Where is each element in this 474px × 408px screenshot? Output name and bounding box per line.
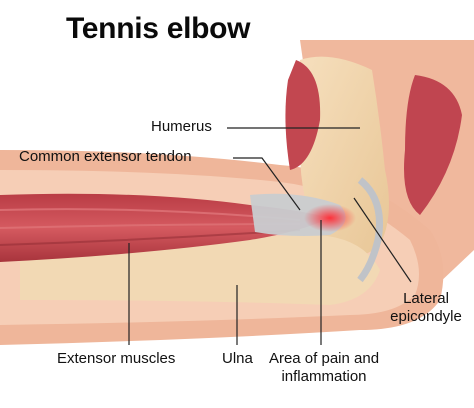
- label-lateral-line1: Lateral: [403, 290, 449, 307]
- diagram-title: Tennis elbow: [66, 12, 251, 45]
- extensor-muscle: [0, 193, 330, 262]
- lateral-leader: [353, 197, 412, 283]
- tendon-leader: [233, 157, 301, 211]
- inflammation-area: [304, 204, 356, 232]
- label-pain-line2: inflammation: [281, 368, 367, 385]
- label-area-of-pain: Area of pain and inflammation: [262, 350, 386, 386]
- label-pain-line1: Area of pain and: [268, 350, 380, 367]
- label-lateral-epicondyle: Lateral epicondyle: [380, 290, 472, 326]
- label-common-extensor-tendon: Common extensor tendon: [19, 148, 192, 165]
- upper-muscle-right: [404, 75, 462, 215]
- upper-muscle-left: [285, 60, 321, 170]
- label-extensor-muscles: Extensor muscles: [57, 350, 176, 367]
- label-humerus: Humerus: [151, 118, 212, 135]
- label-ulna: Ulna: [222, 350, 253, 367]
- label-lateral-line2: epicondyle: [390, 308, 462, 325]
